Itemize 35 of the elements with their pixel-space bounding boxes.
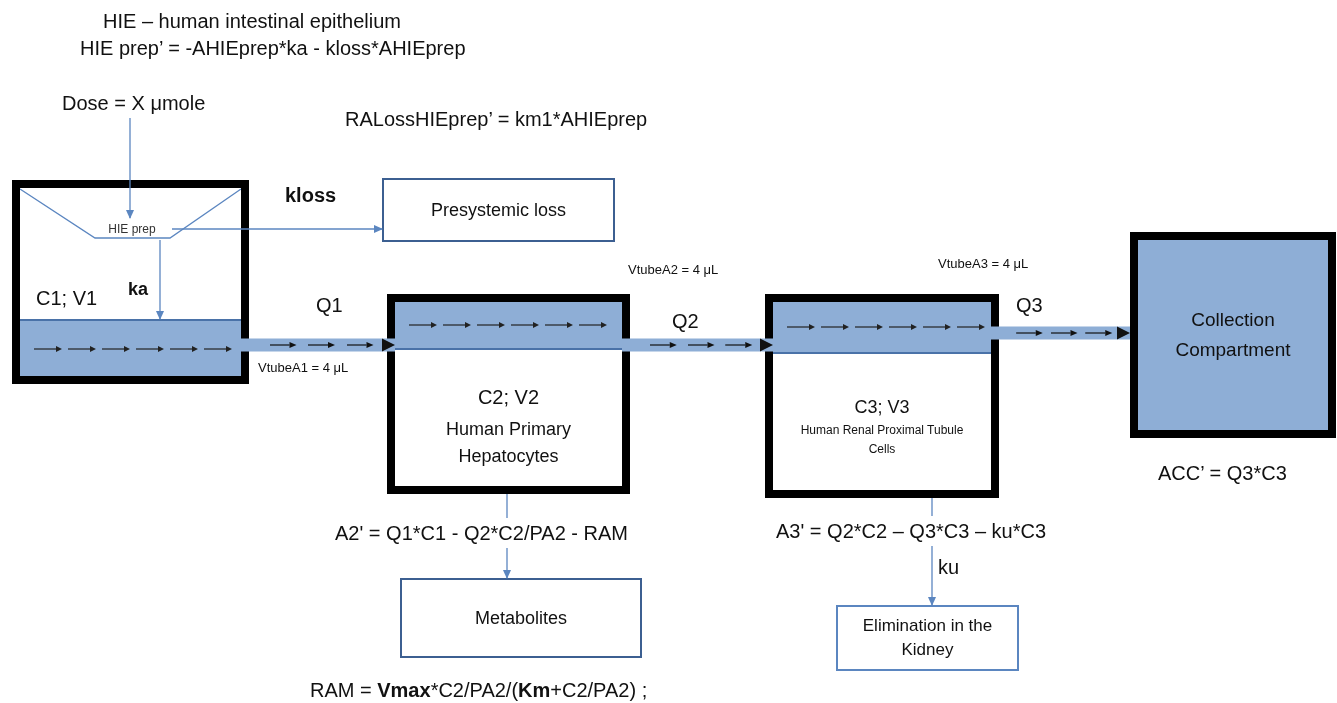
flow-channel — [20, 319, 241, 376]
edge-label: Q3 — [1016, 293, 1043, 318]
arrow — [156, 239, 164, 320]
arrow — [171, 225, 383, 233]
edge-label: ku — [938, 555, 960, 580]
output-box — [400, 578, 642, 658]
flow-channel — [395, 302, 622, 350]
node-subtitle: Human Renal Proximal Tubule Cells — [799, 422, 965, 459]
edge-label: Q1 — [316, 293, 343, 318]
flow-tube-arrow — [991, 326, 1130, 340]
flow-tube-arrow — [622, 338, 773, 352]
node-title: C3; V3 — [854, 396, 910, 419]
flow-tube-arrow — [241, 338, 395, 352]
node-title: Collection Compartment — [1174, 307, 1292, 362]
equation-text: A3' = Q2*C2 – Q3*C3 – ku*C3 — [776, 516, 1047, 546]
edge-label: ka — [128, 278, 149, 301]
node-title: C2; V2 — [477, 385, 540, 410]
output-box — [836, 605, 1019, 671]
node-title: HIE prep — [108, 221, 156, 238]
compartment-box — [765, 294, 999, 498]
collection-box — [1130, 232, 1336, 438]
node-subtitle: Human Primary Hepatocytes — [445, 418, 572, 468]
edge-label: kloss — [285, 183, 337, 208]
node-title: Presystemic loss — [431, 198, 566, 222]
node-title: Elimination in the Kidney — [861, 615, 994, 661]
node-title: C1; V1 — [36, 286, 98, 311]
arrow — [126, 117, 134, 219]
compartment-box — [12, 180, 249, 384]
compartment-box — [387, 294, 630, 494]
node-title: Dose = X μmole — [62, 91, 206, 116]
flow-channel — [773, 302, 991, 354]
node-title: Metabolites — [474, 606, 568, 630]
equation-text: A2' = Q1*C1 - Q2*C2/PA2 - RAM — [335, 518, 628, 548]
edge-label: Q2 — [672, 309, 699, 334]
process-box — [382, 178, 615, 242]
